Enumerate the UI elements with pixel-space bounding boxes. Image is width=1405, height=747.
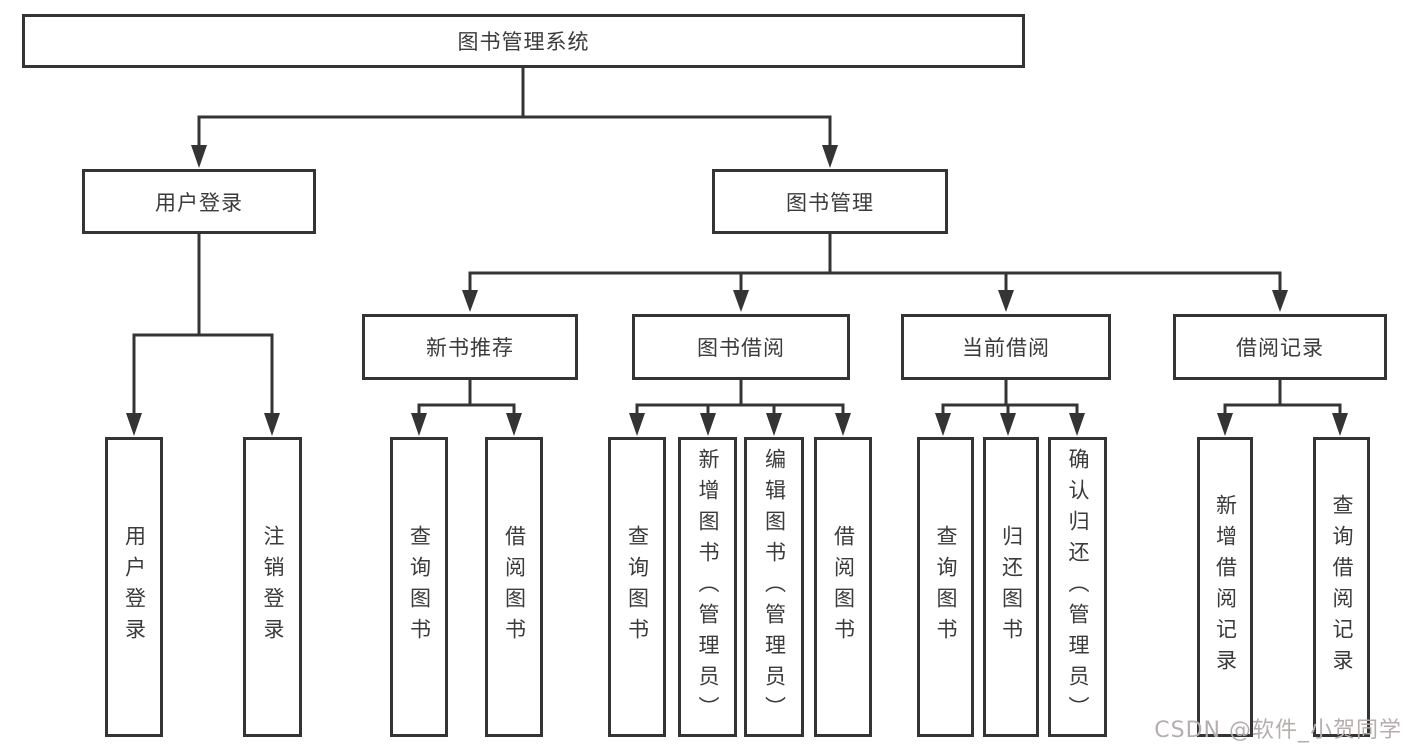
- leaf-label: 归还图书: [999, 525, 1024, 649]
- leaf-query-books-current: 查询图书: [917, 437, 974, 737]
- leaf-logout: 注销登录: [243, 437, 302, 737]
- leaf-label: 查询图书: [625, 525, 650, 649]
- leaf-query-borrow-record: 查询借阅记录: [1313, 437, 1370, 737]
- leaf-return-books: 归还图书: [983, 437, 1039, 737]
- leaf-label: 确认归还（管理员）: [1066, 447, 1090, 727]
- arrowheads: [126, 145, 1348, 436]
- watermark: CSDN @软件_小贺同学: [1154, 718, 1402, 743]
- connector-path: [132, 68, 1342, 415]
- leaf-borrow-books-recommend: 借阅图书: [485, 437, 543, 737]
- leaf-label: 借阅图书: [502, 525, 527, 649]
- leaf-label: 编辑图书（管理员）: [762, 447, 787, 727]
- leaf-label: 查询图书: [407, 525, 432, 649]
- node-root: 图书管理系统: [22, 14, 1025, 68]
- leaf-user-login: 用户登录: [105, 437, 163, 737]
- node-new-book-recommend: 新书推荐: [362, 314, 578, 380]
- leaf-confirm-return-admin: 确认归还（管理员）: [1048, 437, 1107, 737]
- leaf-label: 用户登录: [122, 525, 147, 649]
- leaf-label: 查询图书: [934, 525, 958, 649]
- leaf-borrow-books: 借阅图书: [814, 437, 872, 737]
- leaf-query-books-recommend: 查询图书: [390, 437, 448, 737]
- leaf-edit-book-admin: 编辑图书（管理员）: [744, 437, 804, 737]
- node-current-borrow: 当前借阅: [901, 314, 1111, 380]
- leaf-label: 注销登录: [261, 525, 285, 649]
- leaf-label: 借阅图书: [831, 525, 856, 649]
- leaf-add-borrow-record: 新增借阅记录: [1197, 437, 1253, 737]
- leaf-add-book-admin: 新增图书（管理员）: [678, 437, 737, 737]
- node-book-borrow: 图书借阅: [632, 314, 850, 380]
- node-borrow-records: 借阅记录: [1173, 314, 1387, 380]
- leaf-label: 新增图书（管理员）: [696, 447, 720, 727]
- leaf-label: 查询借阅记录: [1330, 494, 1354, 680]
- leaf-query-books-borrow: 查询图书: [608, 437, 666, 737]
- node-book-management: 图书管理: [712, 169, 948, 234]
- leaf-label: 新增借阅记录: [1213, 494, 1238, 680]
- node-user-login: 用户登录: [82, 169, 316, 234]
